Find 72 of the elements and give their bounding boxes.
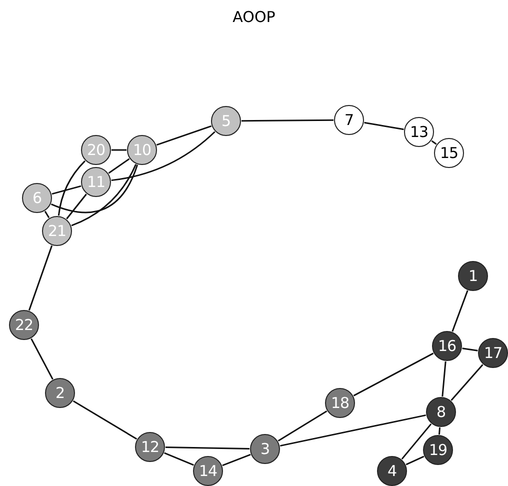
- node-label: 15: [440, 144, 458, 162]
- node-label: 13: [410, 123, 428, 141]
- graph-node: [193, 456, 223, 486]
- node-label: 17: [484, 344, 502, 362]
- graph-node: [432, 331, 462, 361]
- graph-node: [434, 138, 464, 168]
- node-label: 7: [344, 111, 354, 129]
- node-label: 19: [428, 441, 448, 459]
- edge-line: [30, 338, 54, 380]
- edge-line: [71, 164, 137, 226]
- graph-node: [211, 106, 241, 136]
- edge-line: [401, 423, 432, 460]
- edge-line: [58, 160, 86, 216]
- graph-node: [135, 432, 165, 462]
- edge-line: [280, 414, 426, 447]
- chart-title: AOOP: [232, 8, 276, 26]
- edge-line: [452, 290, 468, 332]
- graph-node: [325, 388, 355, 418]
- edge-line: [111, 131, 216, 182]
- graph-node: [377, 456, 407, 486]
- node-label: 6: [32, 189, 42, 207]
- node-label: 10: [132, 141, 152, 159]
- edge-line: [438, 427, 441, 435]
- edge-line: [278, 410, 328, 442]
- edge-line: [406, 456, 424, 466]
- graph-node: [22, 183, 52, 213]
- edge-line: [442, 361, 446, 397]
- edge-line: [242, 119, 334, 122]
- edge-line: [108, 158, 130, 174]
- edge-line: [52, 185, 82, 195]
- edge-line: [165, 446, 250, 450]
- graph-node: [81, 167, 111, 197]
- graph-node: [458, 261, 488, 291]
- edge-line: [44, 210, 50, 218]
- edge-line: [164, 452, 194, 466]
- graph-node: [423, 435, 453, 465]
- graph-node: [42, 216, 72, 246]
- edge-line: [431, 140, 437, 145]
- graph-node: [334, 105, 364, 135]
- edge-line: [112, 149, 126, 151]
- graph-node: [81, 135, 111, 165]
- node-label: 21: [48, 222, 66, 240]
- node-label: 4: [387, 462, 397, 480]
- node-label: 16: [438, 337, 456, 355]
- edge-line: [222, 454, 251, 466]
- edge-line: [450, 364, 484, 401]
- edge-line: [28, 245, 53, 311]
- node-label: 11: [86, 173, 106, 191]
- node-label: 22: [14, 316, 34, 334]
- graph-node: [9, 310, 39, 340]
- edge-line: [72, 400, 138, 440]
- node-label: 12: [140, 438, 160, 456]
- node-label: 20: [86, 141, 106, 159]
- node-label: 1: [468, 267, 478, 285]
- edge-line: [156, 125, 212, 146]
- node-label: 5: [221, 112, 231, 130]
- node-label: 14: [198, 462, 218, 480]
- edge-line: [50, 164, 138, 214]
- node-label: 2: [55, 384, 65, 402]
- edge-line: [353, 352, 434, 396]
- graph-node: [250, 434, 280, 464]
- edge-line: [462, 348, 478, 352]
- node-label: 18: [330, 394, 350, 412]
- graph-node: [426, 397, 456, 427]
- graph-node: [127, 135, 157, 165]
- edge-line: [66, 194, 87, 220]
- graph-node: [45, 378, 75, 408]
- node-label: 8: [436, 403, 446, 421]
- graph-node: [478, 338, 508, 368]
- graph-node: [404, 117, 434, 147]
- node-label: 3: [260, 440, 270, 458]
- edge-line: [364, 122, 404, 130]
